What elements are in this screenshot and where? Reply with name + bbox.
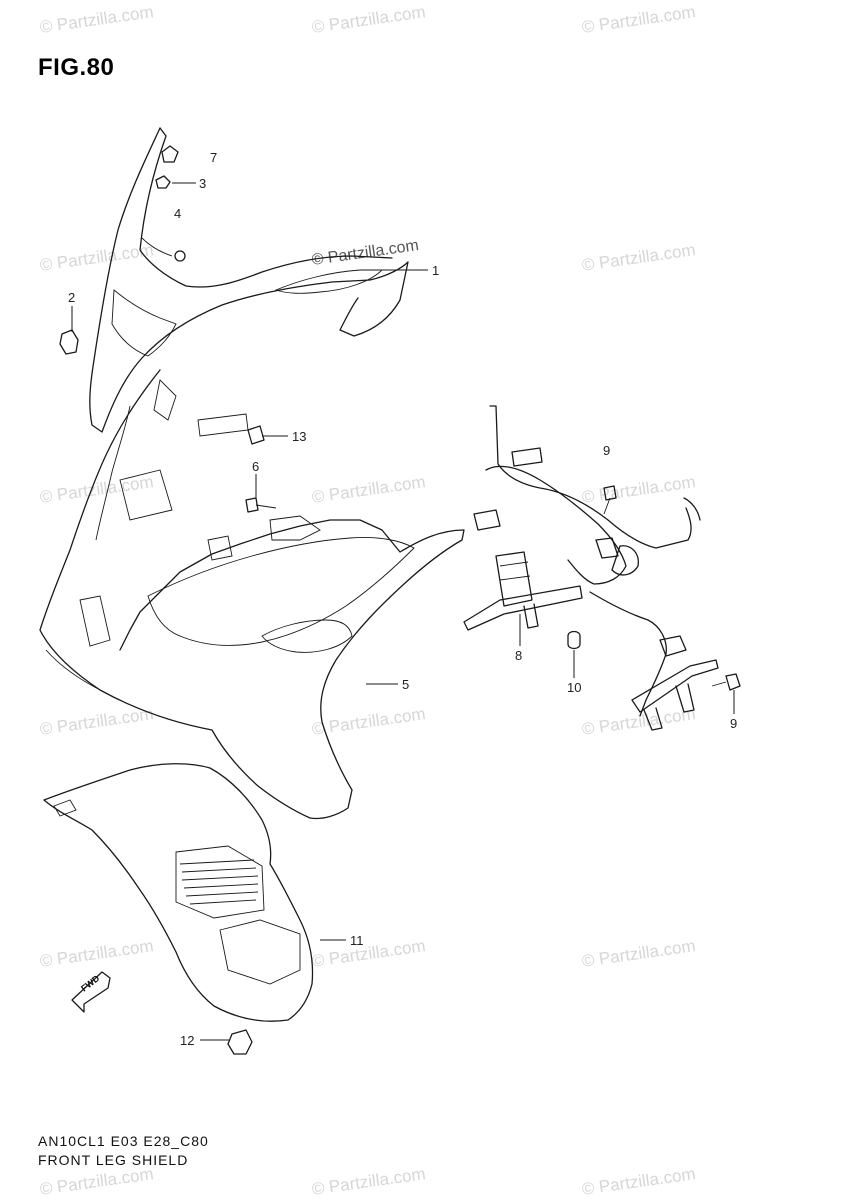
lower-clip [227, 1029, 253, 1055]
callout-12: 12 [180, 1033, 194, 1048]
callout-8: 8 [515, 648, 522, 663]
callout-3: 3 [199, 176, 206, 191]
callout-13: 13 [292, 429, 306, 444]
fasteners-mid [245, 425, 277, 513]
front-leg-shield [39, 369, 465, 820]
callout-1: 1 [432, 263, 439, 278]
small-fasteners-upper [59, 145, 186, 355]
callout-5: 5 [402, 677, 409, 692]
callout-9b: 9 [730, 716, 737, 731]
frame-bolts-and-collar [567, 485, 741, 691]
callout-10: 10 [567, 680, 581, 695]
callout-7: 7 [210, 150, 217, 165]
callout-4: 4 [174, 206, 181, 221]
callout-labels: 1 2 3 4 5 6 7 8 9 9 10 11 12 13 [68, 150, 737, 1048]
callout-11: 11 [350, 933, 364, 948]
callout-6: 6 [252, 459, 259, 474]
figure-name: FRONT LEG SHIELD [38, 1152, 189, 1168]
lower-leg-shield-cover [43, 763, 314, 1022]
callout-2: 2 [68, 290, 75, 305]
figure-code: AN10CL1 E03 E28_C80 [38, 1133, 209, 1149]
figure-title: FIG.80 [38, 54, 115, 81]
callout-9a: 9 [603, 443, 610, 458]
leg-shield-frame-bracket [463, 405, 719, 731]
callout-leader-lines [71, 182, 735, 1041]
upper-cowl-panel [89, 127, 409, 433]
fwd-arrow-icon: FWD [71, 971, 111, 1013]
